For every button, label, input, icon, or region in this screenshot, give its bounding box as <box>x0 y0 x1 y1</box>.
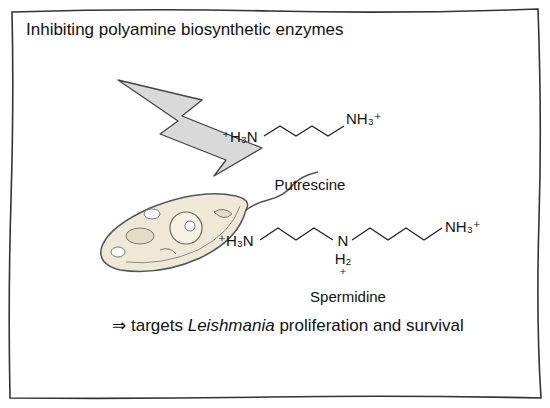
conclusion-text: Leishmania <box>188 316 275 335</box>
atom-label: N <box>338 232 349 249</box>
amine-group: NH₃⁺ <box>445 218 481 235</box>
conclusion-text: ⇒ targets <box>112 316 183 335</box>
putrescine-bonds <box>264 126 344 136</box>
compound-name: Putrescine <box>275 176 346 193</box>
lightning-bolt <box>118 80 262 176</box>
amine-group: ⁺H₃N <box>222 128 258 145</box>
amine-group: ⁺H₃N <box>218 232 254 249</box>
charge-label: ⁺ <box>339 266 346 282</box>
atom-label: H₂ <box>335 250 352 267</box>
spermidine-bonds-right <box>352 228 442 240</box>
conclusion-text: proliferation and survival <box>279 316 463 335</box>
amine-group: NH₃⁺ <box>346 110 382 127</box>
wavy-frame <box>9 9 541 398</box>
title-text: Inhibiting polyamine biosynthetic enzyme… <box>26 20 344 40</box>
conclusion-line: ⇒ targets Leishmaniaproliferation and sur… <box>112 316 468 336</box>
spermidine-bonds-left <box>260 228 333 240</box>
compound-name: Spermidine <box>310 288 386 305</box>
